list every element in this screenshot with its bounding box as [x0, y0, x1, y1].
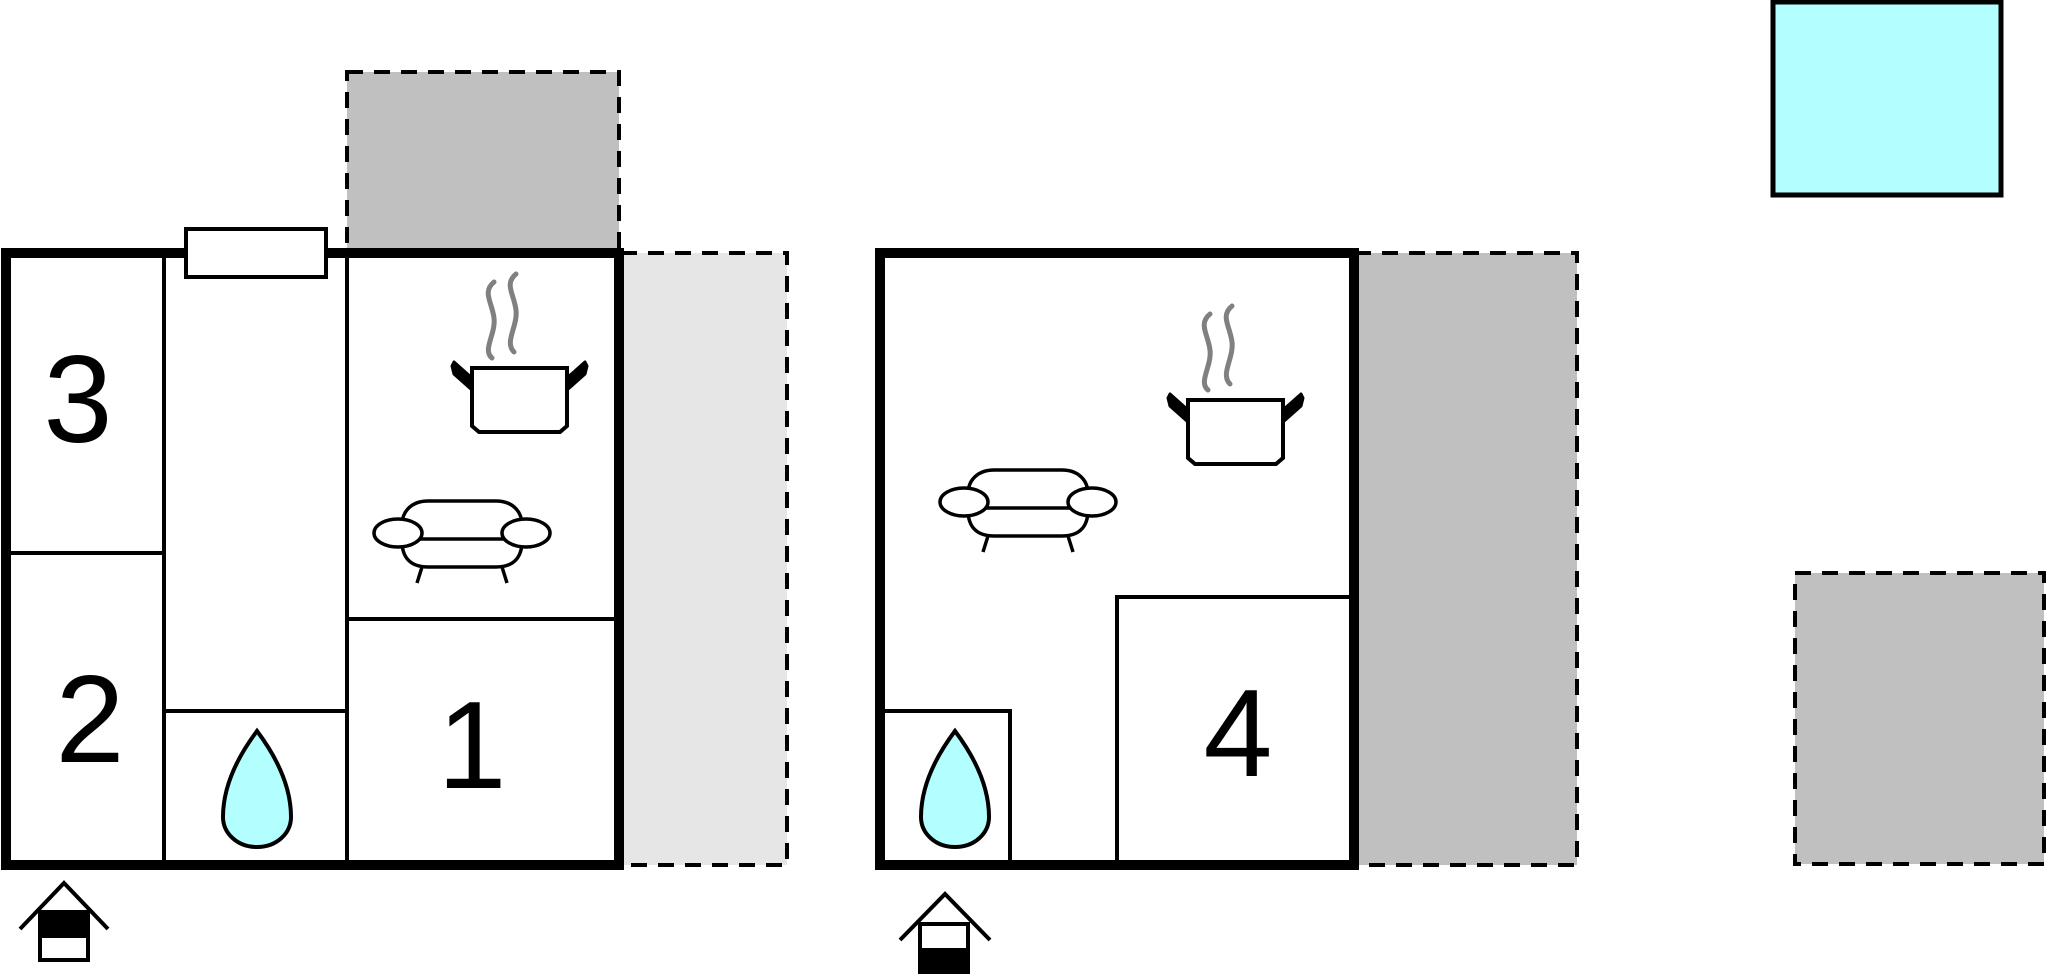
unit-b-walls [880, 595, 1354, 865]
terrace-top [345, 70, 621, 252]
entrance-icon [18, 880, 110, 962]
terrace-right [1793, 571, 2046, 866]
unit-a-walls [6, 253, 619, 865]
terrace-side-light [619, 251, 789, 867]
room-number-1: 1 [438, 677, 507, 815]
pool-icon [1770, 0, 2004, 198]
room-number-4: 4 [1204, 665, 1273, 803]
entrance-icon [898, 891, 992, 974]
room-number-2: 2 [56, 651, 125, 789]
window [184, 227, 328, 279]
room-number-3: 3 [44, 331, 113, 469]
terrace-side-dark [1353, 251, 1579, 867]
